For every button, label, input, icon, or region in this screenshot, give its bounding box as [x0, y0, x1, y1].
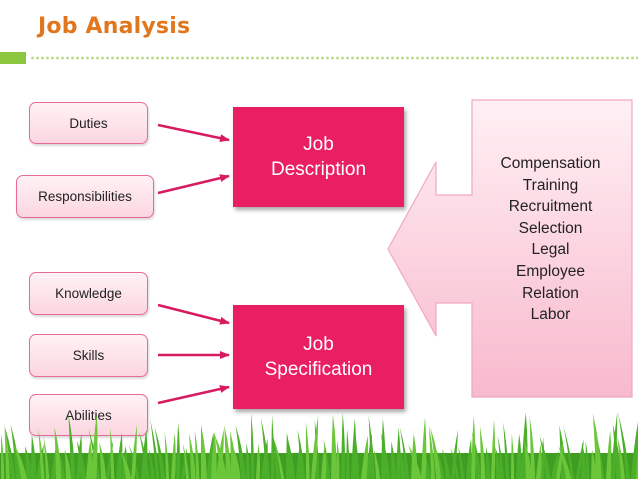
- outcome-item: Relation: [522, 284, 579, 302]
- grass-decoration: [0, 412, 638, 479]
- outcome-item: Legal: [531, 241, 570, 259]
- divider-accent: [0, 52, 26, 64]
- outcome-item: Compensation: [500, 155, 601, 172]
- arrow-duties-to-description: [157, 123, 230, 143]
- job-specification-box: Job Specification: [233, 305, 404, 409]
- title-divider: [0, 52, 638, 64]
- job-specification-line2: Specification: [264, 359, 373, 380]
- outcome-item: Recruitment: [508, 198, 593, 216]
- input-responsibilities: Responsibilities: [16, 175, 154, 218]
- outcome-item: Employee: [516, 262, 585, 280]
- input-abilities: Abilities: [29, 394, 148, 436]
- arrow-knowledge-to-specification: [157, 303, 230, 325]
- input-duties: Duties: [29, 102, 148, 144]
- arrow-abilities-to-specification: [157, 385, 230, 405]
- input-abilities-label: Abilities: [65, 407, 112, 423]
- input-skills-label: Skills: [72, 348, 105, 363]
- input-duties-label: Duties: [69, 115, 108, 131]
- job-description-box: Job Description: [233, 107, 404, 207]
- outcome-item: Training: [522, 176, 579, 194]
- input-knowledge-label: Knowledge: [55, 286, 122, 301]
- slide-title: Job Analysis: [38, 14, 191, 39]
- outcomes-list: Compensation Training Recruitment Select…: [478, 153, 623, 326]
- input-responsibilities-label: Responsibilities: [38, 189, 132, 204]
- job-description-line2: Description: [270, 159, 367, 180]
- outcome-item: Labor: [530, 306, 571, 324]
- arrow-responsibilities-to-description: [157, 174, 230, 195]
- job-specification-line1: Job: [303, 334, 334, 355]
- job-description-line1: Job: [303, 134, 334, 155]
- divider-dots: [30, 55, 638, 61]
- input-skills: Skills: [29, 334, 148, 377]
- input-knowledge: Knowledge: [29, 272, 148, 315]
- outcome-item: Selection: [518, 219, 583, 237]
